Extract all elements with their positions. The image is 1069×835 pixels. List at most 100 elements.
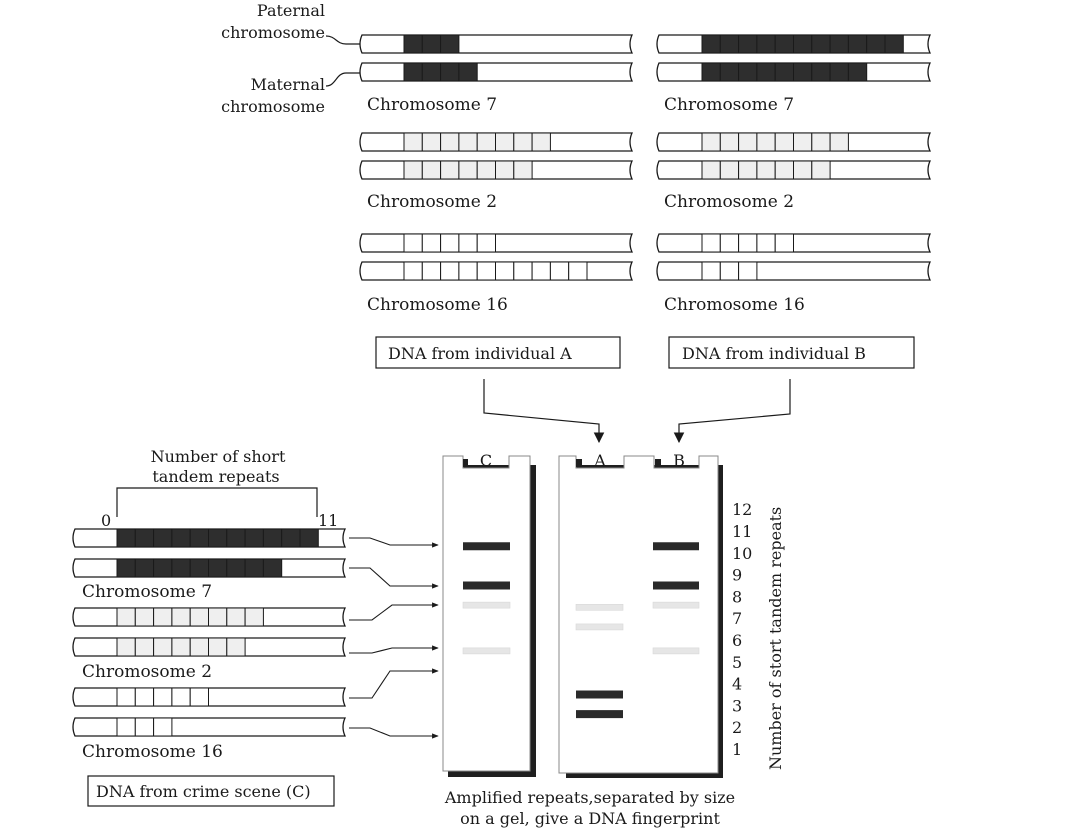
repeat-unit	[421, 233, 442, 253]
band-lane-c	[462, 647, 511, 655]
repeat-unit	[171, 607, 191, 627]
axis-tick-label: 6	[732, 631, 742, 650]
repeat-unit	[153, 687, 173, 707]
a-chromosome-7-paternal	[359, 34, 633, 54]
c-chromosome-7-paternal	[72, 528, 346, 548]
c-chromosome-2-maternal	[72, 637, 346, 657]
b-chromosome-16-maternal	[656, 261, 931, 281]
gel-c: C	[442, 451, 536, 777]
repeat-unit	[774, 233, 795, 253]
band-lane-b	[652, 601, 700, 609]
maternal-label-line1: Maternal	[251, 75, 325, 94]
connector-chr16-paternal	[349, 668, 439, 699]
repeat-unit	[811, 160, 831, 180]
repeat-unit	[513, 160, 533, 180]
chromosome-body	[656, 261, 931, 281]
repeat-unit	[701, 34, 721, 54]
repeat-unit	[793, 34, 813, 54]
chromosome-label: Chromosome 7	[664, 95, 794, 115]
repeat-unit	[134, 637, 155, 657]
connector-chr2-paternal	[349, 602, 439, 621]
repeat-unit	[440, 261, 460, 281]
repeat-unit	[513, 132, 533, 152]
c-chromosome-7-maternal	[72, 558, 346, 578]
chromosome-body	[359, 62, 633, 82]
repeat-unit	[440, 132, 460, 152]
repeat-unit	[793, 160, 813, 180]
repeat-unit	[549, 261, 570, 281]
repeat-unit	[171, 687, 191, 707]
repeat-unit	[208, 528, 228, 548]
crime-scene-to-gel-connectors	[349, 537, 439, 739]
gel-c-body	[442, 455, 531, 772]
repeat-unit	[189, 528, 209, 548]
axis-tick-label: 9	[732, 566, 742, 585]
repeat-unit	[440, 34, 460, 54]
band-lane-b	[653, 581, 699, 590]
repeat-unit	[495, 132, 515, 152]
repeat-unit	[568, 261, 588, 281]
individual-a-box: DNA from individual A	[375, 336, 621, 369]
b-chromosome-2-paternal	[656, 132, 931, 152]
gel-a-well-marker	[576, 459, 582, 467]
repeat-unit	[421, 62, 442, 82]
repeat-unit	[134, 717, 155, 737]
repeat-unit	[756, 160, 776, 180]
b-chromosome-7-maternal	[656, 62, 931, 82]
repeat-unit	[719, 62, 740, 82]
repeat-unit	[476, 132, 497, 152]
repeat-unit	[829, 62, 849, 82]
chromosome-body	[359, 34, 633, 54]
a-chromosome-7-maternal	[359, 62, 633, 82]
repeat-unit	[866, 34, 886, 54]
gel-ab: A B	[558, 451, 723, 778]
repeat-unit	[719, 160, 740, 180]
maternal-pointer-line	[325, 72, 362, 87]
c-chromosome-2-paternal	[72, 607, 346, 627]
chromosome-label: Chromosome 16	[367, 295, 508, 315]
gel-b-well-marker	[655, 459, 661, 467]
repeat-unit	[756, 62, 776, 82]
repeat-unit	[701, 132, 721, 152]
band-lane-b	[652, 647, 700, 655]
repeat-unit	[531, 261, 551, 281]
band-lane-a	[575, 603, 624, 611]
repeat-unit	[153, 607, 173, 627]
repeat-unit	[226, 637, 246, 657]
repeat-unit	[774, 160, 795, 180]
gel-bands	[462, 542, 700, 719]
axis-tick-label: 12	[732, 500, 752, 519]
c-chromosome-16-paternal	[72, 687, 346, 707]
arrow-b-to-lane	[673, 379, 791, 444]
bracket-start-label: 0	[101, 511, 111, 530]
repeat-unit	[458, 160, 478, 180]
str-heading-line2: tandem repeats	[152, 467, 279, 486]
band-lane-c	[462, 601, 511, 609]
axis-tick-label: 5	[732, 653, 742, 672]
repeat-unit	[403, 233, 423, 253]
connector-chr7-paternal	[349, 537, 439, 548]
axis-tick-label: 4	[732, 675, 742, 694]
a-chromosome-16-maternal	[359, 261, 633, 281]
b-chromosome-2-maternal	[656, 160, 931, 180]
repeat-unit	[458, 132, 478, 152]
band-lane-b	[653, 542, 699, 551]
repeat-unit	[829, 132, 849, 152]
repeat-unit	[171, 558, 191, 578]
connector-chr7-maternal	[349, 567, 439, 589]
a-chromosome-2-maternal	[359, 160, 633, 180]
repeat-unit	[281, 528, 301, 548]
repeat-unit	[262, 558, 283, 578]
repeat-unit	[738, 132, 758, 152]
repeat-unit	[189, 637, 209, 657]
repeat-unit	[189, 607, 209, 627]
repeat-unit	[403, 261, 423, 281]
axis-tick-label: 7	[732, 609, 742, 628]
repeat-unit	[403, 34, 423, 54]
crime-scene-label: DNA from crime scene (C)	[96, 782, 311, 801]
repeat-unit	[811, 62, 831, 82]
paternal-pointer-line	[325, 35, 362, 45]
